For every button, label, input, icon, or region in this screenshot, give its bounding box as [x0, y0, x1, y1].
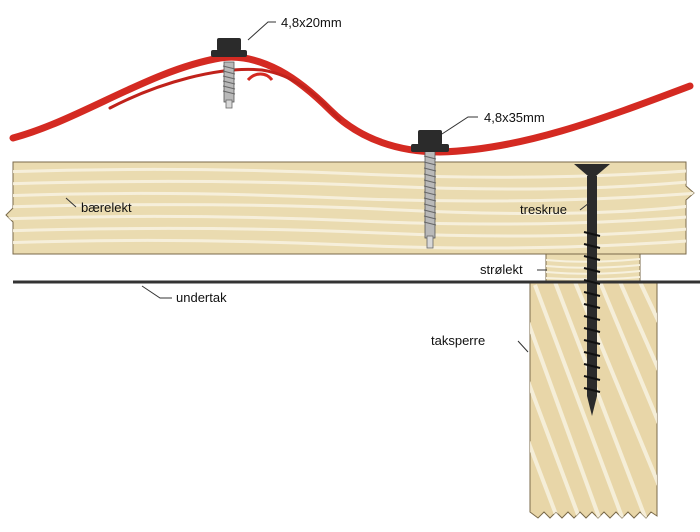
label-screw-4-8x35: 4,8x35mm — [484, 110, 545, 125]
label-screw-4-8x20: 4,8x20mm — [281, 15, 342, 30]
label-undertak: undertak — [176, 290, 227, 305]
screw-4-8x35 — [411, 130, 449, 249]
label-strolekt: strølekt — [480, 262, 523, 277]
leader-lines — [65, 21, 590, 353]
label-baerelekt: bærelekt — [81, 200, 132, 215]
wood-screw — [574, 164, 610, 416]
label-treskrue: treskrue — [520, 202, 567, 217]
screw-4-8x20 — [211, 38, 247, 109]
roof-sheet — [9, 53, 694, 156]
label-taksperre: taksperre — [431, 333, 485, 348]
